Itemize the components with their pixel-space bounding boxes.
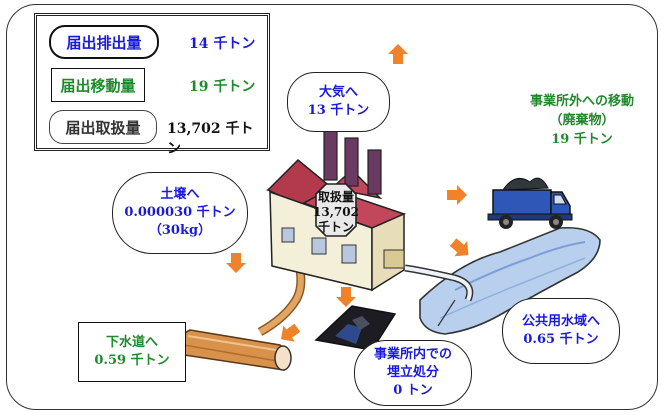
legend-row-emissions: 届出排出量 14 千トン bbox=[37, 25, 267, 61]
soil-label: 土壌へ bbox=[160, 187, 200, 202]
landfill-pit bbox=[314, 305, 397, 351]
outer-frame bbox=[6, 4, 658, 410]
landfill-value: 0 トン bbox=[393, 383, 433, 398]
water-value: 0.65 千トン bbox=[523, 332, 599, 347]
legend-row-transfers: 届出移動量 19 千トン bbox=[37, 68, 267, 104]
water-label: 公共用水域へ bbox=[521, 314, 600, 329]
factory-label-line1: 取扱量 bbox=[318, 189, 354, 204]
offsite-transfer-label: 事業所外への移動 （廃棄物） 19 千トン bbox=[512, 92, 652, 149]
factory-label-line3: 千トン bbox=[318, 219, 354, 234]
air-arrow bbox=[388, 44, 408, 64]
legend-emissions-label: 届出排出量 bbox=[49, 25, 159, 59]
legend-handling-value: 13,702 千トン bbox=[167, 121, 254, 157]
sewer-pipe bbox=[174, 269, 306, 371]
air-label: 大気へ bbox=[318, 85, 358, 100]
factory-building bbox=[265, 127, 407, 292]
air-emission-bubble: 大気へ 13 千トン bbox=[287, 72, 390, 132]
offsite-value: 19 千トン bbox=[551, 132, 613, 147]
water-emission-bubble: 公共用水域へ 0.65 千トン bbox=[502, 298, 620, 364]
air-value: 13 千トン bbox=[307, 103, 370, 118]
sewer-value: 0.59 千トン bbox=[94, 353, 170, 368]
truck-arrow bbox=[447, 185, 467, 205]
soil-value-kg: （30kg） bbox=[148, 223, 212, 238]
offsite-title: 事業所外への移動 bbox=[529, 94, 634, 109]
waste-truck bbox=[487, 177, 573, 229]
landfill-label-2: 埋立処分 bbox=[386, 365, 439, 380]
soil-value: 0.000030 千トン bbox=[124, 205, 236, 220]
soil-emission-bubble: 土壌へ 0.000030 千トン （30kg） bbox=[112, 172, 248, 254]
legend-handling-label: 届出取扱量 bbox=[49, 110, 157, 144]
water-arrow bbox=[449, 238, 469, 257]
legend-row-handling: 届出取扱量 13,702 千トン bbox=[37, 110, 267, 157]
offsite-subtitle: （廃棄物） bbox=[549, 113, 615, 128]
legend-transfers-value: 19 千トン bbox=[189, 79, 256, 95]
legend-transfers-label: 届出移動量 bbox=[51, 68, 145, 102]
drain-hose bbox=[404, 264, 474, 302]
landfill-arrow bbox=[336, 287, 356, 307]
sewer-label: 下水道へ bbox=[105, 335, 158, 350]
sewer-arrow bbox=[280, 323, 301, 342]
landfill-label: 事業所内での bbox=[373, 347, 452, 362]
legend-emissions-value: 14 千トン bbox=[189, 36, 256, 52]
sewer-transfer-box: 下水道へ 0.59 千トン bbox=[78, 322, 186, 382]
legend: 届出排出量 14 千トン 届出移動量 19 千トン 届出取扱量 13,702 千… bbox=[34, 13, 270, 157]
river-channel bbox=[419, 226, 601, 335]
factory-label-line2: 13,702 bbox=[313, 205, 359, 219]
landfill-bubble: 事業所内での 埋立処分 0 トン bbox=[354, 340, 472, 406]
soil-arrow bbox=[226, 253, 246, 273]
flow-arrows bbox=[226, 44, 469, 342]
